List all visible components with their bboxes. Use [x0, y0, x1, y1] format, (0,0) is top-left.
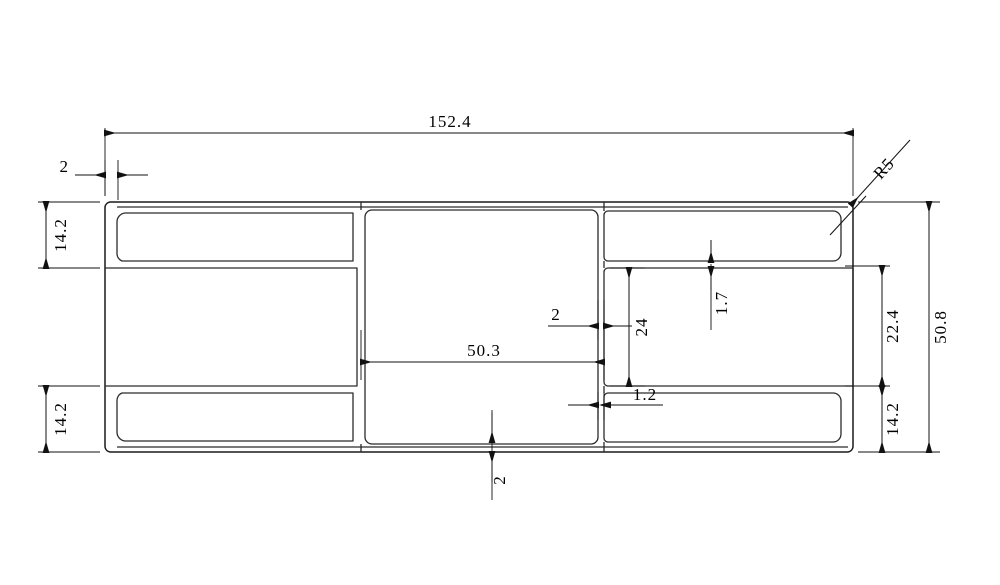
dim-label-left-top-height: 14.2: [51, 218, 70, 252]
dim-center-span: 50.3: [360, 330, 605, 380]
dim-left-top-height: 14.2: [38, 201, 100, 269]
chamber-center: [364, 209, 599, 445]
profile-outline-group: [104, 201, 854, 453]
dim-overall-height: 50.8: [858, 201, 950, 453]
dim-rib-gap: 2: [548, 300, 632, 340]
dim-label-right-bottom-height: 14.2: [883, 402, 902, 436]
dim-label-right-mid-height: 22.4: [883, 309, 902, 343]
dim-label-overall-height: 50.8: [931, 310, 950, 344]
web-left-open-face: [105, 267, 358, 387]
dim-left-wall-thickness: 2: [60, 157, 148, 200]
dim-rib-horizontal: 1.7: [707, 240, 731, 330]
dim-label-overall-width: 152.4: [428, 112, 471, 131]
dim-overall-width: 152.4: [104, 112, 854, 196]
dim-left-bottom-height: 14.2: [38, 385, 100, 453]
dim-label-rib-gap: 2: [551, 305, 561, 324]
chamber-left-top: [116, 212, 354, 262]
dim-label-left-bottom-height: 14.2: [51, 402, 70, 436]
dim-label-center-span: 50.3: [467, 341, 501, 360]
dim-corner-radius: R5: [829, 139, 911, 236]
dim-label-rib-vertical: 1.2: [633, 385, 657, 404]
chamber-right-top: [603, 210, 842, 262]
dim-rib-vertical: 1.2: [568, 385, 663, 420]
dim-right-chamber-height: 24: [610, 267, 651, 387]
dim-label-rib-horizontal: 1.7: [712, 291, 731, 315]
dim-label-bottom-wall-thickness: 2: [490, 475, 509, 485]
chamber-left-bottom: [116, 392, 354, 442]
chamber-right-middle: [603, 267, 854, 387]
outer-boundary: [104, 201, 854, 453]
dim-bottom-wall-thickness: 2: [488, 410, 509, 500]
dim-label-right-chamber-height: 24: [632, 318, 651, 337]
dim-label-left-wall-thickness: 2: [60, 157, 70, 176]
